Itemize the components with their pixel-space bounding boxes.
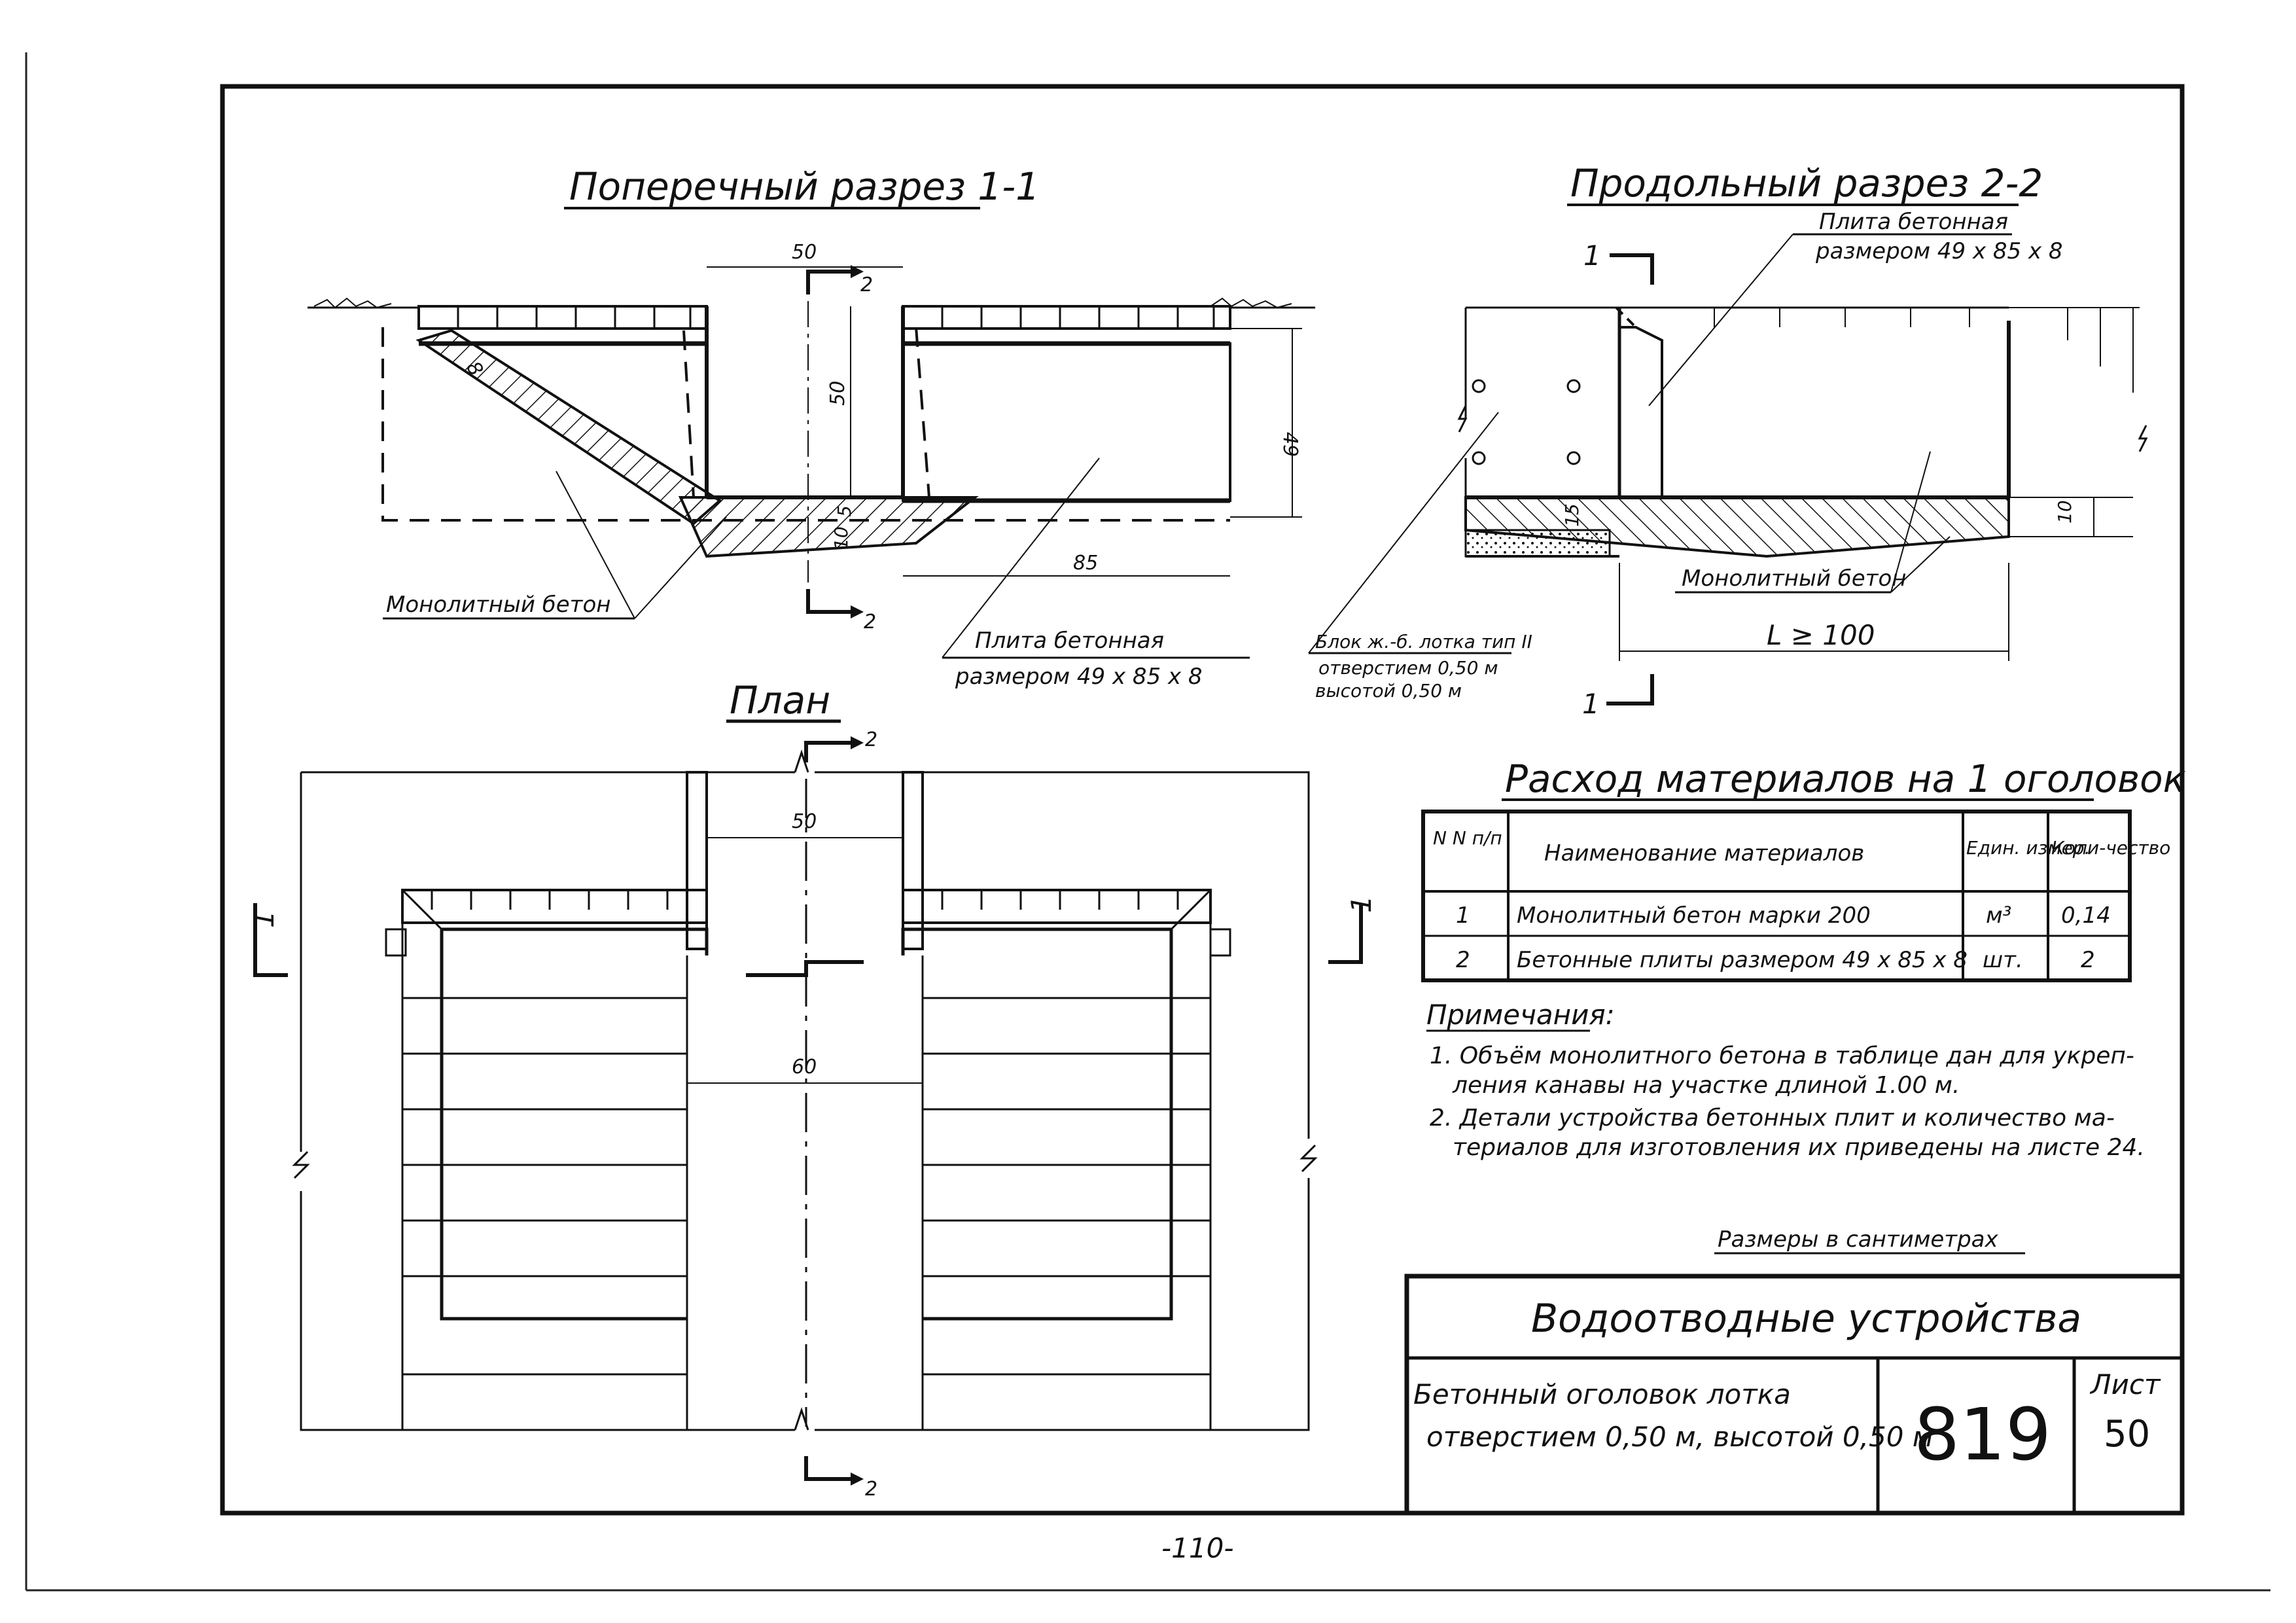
cut-mark-2-top: 2 [860,274,873,296]
note-line-4: териалов для изготовления их приведены н… [1453,1134,2145,1161]
long-section-title: Продольный разрез 2-2 [1570,161,2043,205]
cross-section-title: Поперечный разрез 1-1 [569,164,1040,209]
drawing-frame [220,84,2185,1516]
table-header-name: Наименование материалов [1544,840,1864,866]
long-label-slab-2: размером 49 x 85 x 8 [1815,238,2063,264]
plan-view: План [248,678,1377,1501]
notes-section: Примечания: 1. Объём монолитного бетона … [1426,999,2145,1255]
plan-cut-2-top: 2 [865,728,877,751]
page-number: -110- [1161,1532,1233,1564]
plan-cut-1-right: 1 [1345,895,1377,913]
long-label-block-1: Блок ж.-б. лотка тип II [1315,631,1532,652]
plan-cut-1-left: 1 [248,910,280,928]
sheet-number: 50 [2104,1413,2150,1455]
title-block: Водоотводные устройства Бетонный оголово… [1404,1274,2185,1516]
cross-section-1-1: Поперечный разрез 1-1 [308,164,1315,690]
long-label-slab-1: Плита бетонная [1819,209,2008,235]
note-line-1: 1. Объём монолитного бетона в таблице да… [1430,1043,2134,1069]
table-header-unit: Един. измер. [1966,837,2090,859]
units-note: Размеры в сантиметрах [1718,1226,1999,1253]
note-line-3: 2. Детали устройства бетонных плит и кол… [1430,1105,2115,1132]
dim-slab-85: 85 [1073,552,1098,575]
dim-height-50: 50 [826,381,849,406]
table-row1-name: Монолитный бетон марки 200 [1517,902,1871,929]
title-block-name-2: отверстием 0,50 м, высотой 0,50 м [1426,1421,1933,1453]
note-line-2: ления канавы на участке длиной 1.00 м. [1452,1072,1960,1099]
materials-section: Расход материалов на 1 оголовок N N п/п … [1421,757,2186,982]
plan-title: План [730,678,830,722]
table-row1-qty: 0,14 [2061,902,2111,929]
cut-mark-2-bottom: 2 [864,611,876,633]
dim-15: 15 [1561,503,1583,527]
dim-10: 10 [2054,500,2075,524]
materials-table [1421,810,2132,982]
label-monolithic-concrete-1: Монолитный бетон [386,592,611,618]
dim-bottom-5: 5 [834,505,855,517]
dim-length-l: L ≥ 100 [1767,619,1875,651]
dim-top-50: 50 [792,241,817,264]
table-row1-no: 1 [1456,902,1470,929]
long-label-block-2: отверстием 0,50 м [1318,657,1498,679]
plan-cut-2-bottom: 2 [865,1478,877,1501]
sheet-label: Лист [2089,1368,2161,1400]
long-section-2-2: Продольный разрез 2-2 1 1 [1308,161,2148,720]
table-row2-no: 2 [1456,947,1470,973]
dim-bottom-10: 10 [830,526,852,550]
label-slab-2: размером 49 x 85 x 8 [955,664,1203,690]
table-row1-unit: м³ [1986,902,2011,929]
materials-title: Расход материалов на 1 оголовок [1505,757,2186,801]
plan-dim-50: 50 [792,810,817,833]
title-block-name-1: Бетонный оголовок лотка [1413,1378,1791,1410]
label-slab-1: Плита бетонная [975,628,1164,654]
dim-height-49: 49 [1279,432,1301,457]
notes-heading: Примечания: [1426,999,1615,1031]
table-row2-qty: 2 [2081,947,2095,973]
cut-mark-1-top: 1 [1583,240,1601,272]
table-header-qty: Коли-чество [2051,837,2170,859]
title-block-header: Водоотводные устройства [1531,1296,2081,1342]
drawing-number: 819 [1914,1393,2051,1476]
long-label-block-3: высотой 0,50 м [1315,680,1462,702]
table-row2-name: Бетонные плиты размером 49 x 85 x 8 [1517,947,1968,973]
cut-mark-1-bottom: 1 [1582,688,1600,720]
table-row2-unit: шт. [1983,947,2023,973]
long-label-concrete: Монолитный бетон [1682,565,1907,592]
table-header-no: N N п/п [1433,827,1502,849]
plan-dim-60: 60 [792,1056,817,1079]
